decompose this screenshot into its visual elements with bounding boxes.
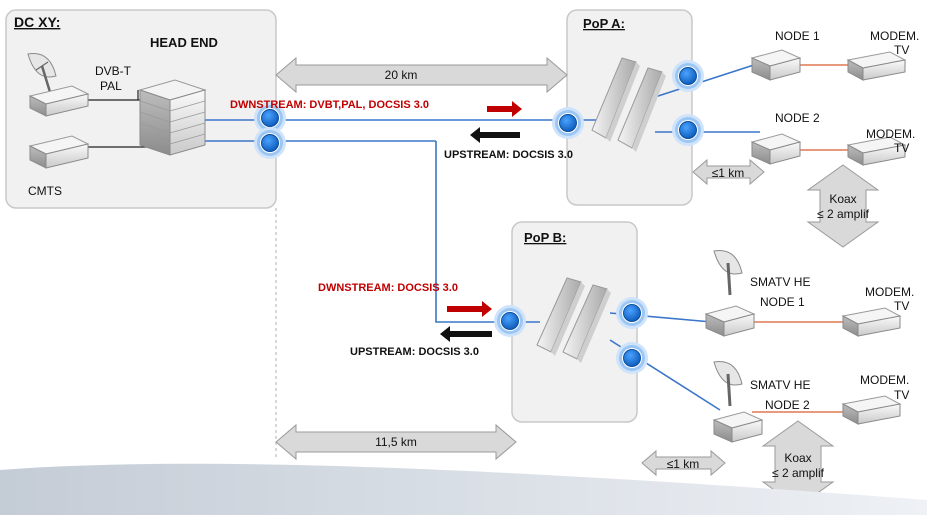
cmts-label: CMTS bbox=[28, 184, 62, 198]
local-lines bbox=[85, 90, 148, 148]
node2-a-label: NODE 2 bbox=[775, 111, 820, 125]
upstream-arrow-icon bbox=[470, 127, 520, 143]
node-device-icon bbox=[750, 133, 802, 165]
dist-node-b-label: ≤1 km bbox=[667, 457, 700, 471]
connection-dot-icon bbox=[254, 102, 286, 134]
downstream-arrow-icon bbox=[487, 101, 522, 117]
distance-arrow-a bbox=[275, 56, 568, 94]
modem-device-icon bbox=[841, 395, 902, 425]
footer-swoosh bbox=[0, 463, 927, 515]
modem1-b-label: MODEM. bbox=[865, 285, 914, 299]
node1-b-label: NODE 1 bbox=[760, 295, 805, 309]
connection-dot-icon bbox=[672, 60, 704, 92]
distance-label-a: 20 km bbox=[385, 68, 418, 82]
downstream-label-b: DWNSTREAM: DOCSIS 3.0 bbox=[318, 282, 458, 294]
dvbt-label: DVB-T bbox=[95, 64, 132, 78]
connection-dot-icon bbox=[552, 107, 584, 139]
connection-dot-icon bbox=[254, 127, 286, 159]
upstream-arrow-icon bbox=[440, 326, 492, 342]
distance-label-b: 11,5 km bbox=[375, 435, 417, 449]
tv1-b-label: TV bbox=[894, 299, 909, 313]
connection-points bbox=[254, 60, 704, 374]
distance-arrow-node-a bbox=[692, 158, 765, 186]
cmts-device-icon bbox=[28, 135, 90, 169]
satellite-dish-icon bbox=[713, 249, 743, 296]
satellite-dish-icon bbox=[27, 52, 57, 93]
smatv2-label: SMATV HE bbox=[750, 378, 810, 392]
distance-arrow-node-b bbox=[641, 449, 726, 477]
smatv1-label: SMATV HE bbox=[750, 275, 810, 289]
koax-a-label: Koax bbox=[829, 192, 856, 206]
distance-arrow-b bbox=[275, 423, 517, 461]
pal-label: PAL bbox=[100, 79, 122, 93]
dist-node-a-label: ≤1 km bbox=[712, 166, 745, 180]
coax-lines bbox=[752, 64, 848, 413]
splitter-pop-b-icon bbox=[536, 277, 611, 363]
pop-a-box bbox=[566, 9, 693, 206]
connection-dot-icon bbox=[616, 342, 648, 374]
downstream-label-a: DWNSTREAM: DVBT,PAL, DOCSIS 3.0 bbox=[230, 99, 429, 111]
connection-dot-icon bbox=[616, 297, 648, 329]
node1-a-label: NODE 1 bbox=[775, 29, 820, 43]
tv2-a-label: TV bbox=[894, 141, 909, 155]
tv1-a-label: TV bbox=[894, 43, 909, 57]
modem2-a-label: MODEM. bbox=[866, 127, 915, 141]
tv2-b-label: TV bbox=[894, 388, 909, 402]
node-device-icon bbox=[712, 411, 764, 443]
satellite-dish-icon bbox=[713, 360, 743, 407]
amplif-a-label: ≤ 2 amplif bbox=[817, 207, 870, 221]
node-device-icon bbox=[750, 49, 802, 81]
modem-device-icon bbox=[846, 51, 907, 81]
dvbt-receiver-icon bbox=[28, 85, 90, 117]
modem-device-icon bbox=[841, 307, 902, 337]
node-device-icon bbox=[704, 305, 756, 337]
upstream-label-a: UPSTREAM: DOCSIS 3.0 bbox=[444, 149, 573, 161]
splitter-pop-a-icon bbox=[591, 57, 666, 152]
koax-arrow-a bbox=[806, 164, 880, 248]
connection-dot-icon bbox=[494, 305, 526, 337]
headend-rack-icon bbox=[138, 79, 207, 156]
koax-b-label: Koax bbox=[784, 451, 811, 465]
upstream-label-b: UPSTREAM: DOCSIS 3.0 bbox=[350, 346, 479, 358]
modem-device-icon bbox=[846, 136, 907, 166]
connection-dot-icon bbox=[672, 114, 704, 146]
dc-title: DC XY: bbox=[14, 14, 60, 30]
pop-a-title: PoP A: bbox=[583, 16, 625, 31]
modem2-b-label: MODEM. bbox=[860, 373, 909, 387]
amplif-b-label: ≤ 2 amplif bbox=[772, 466, 825, 480]
downstream-arrow-icon bbox=[447, 301, 492, 317]
modem1-a-label: MODEM. bbox=[870, 29, 919, 43]
headend-label: HEAD END bbox=[150, 35, 218, 50]
node2-b-label: NODE 2 bbox=[765, 398, 810, 412]
pop-b-title: PoP B: bbox=[524, 230, 566, 245]
